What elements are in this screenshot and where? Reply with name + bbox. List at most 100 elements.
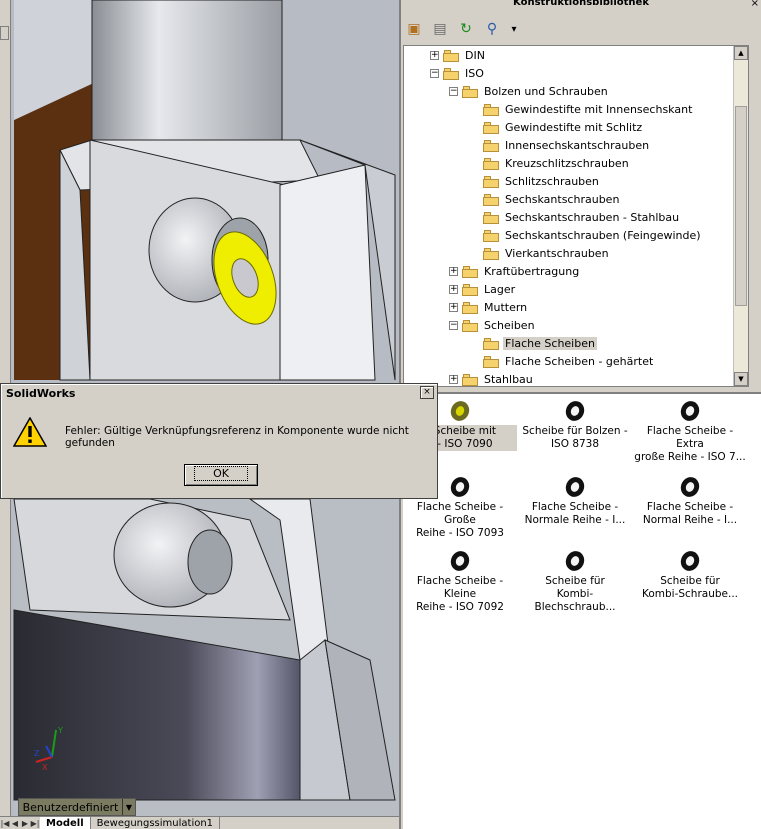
tree-node-label: Muttern: [484, 301, 528, 314]
folder-icon: [483, 211, 499, 224]
design-library-panel: Konstruktionsbibliothek × ▣ ▤ ↻ ⚲ ▾ + DIN −ISO…: [399, 0, 761, 829]
tree-node[interactable]: +Stahlbau: [449, 371, 535, 386]
panel-title: Konstruktionsbibliothek: [401, 0, 761, 10]
library-item[interactable]: Flache Scheibe - Extra große Reihe - ISO…: [633, 400, 747, 464]
library-item[interactable]: Scheibe für Kombi-Blechschraub...: [518, 550, 632, 614]
model-tabs-bar: |◀ ◀ ▶ ▶| Modell Bewegungssimulation1: [0, 816, 399, 829]
tree-node[interactable]: Sechskantschrauben: [483, 191, 621, 208]
scroll-up-icon[interactable]: ▲: [734, 46, 748, 60]
chevron-down-icon[interactable]: ▼: [122, 799, 135, 815]
tree-node-label: Innensechskantschrauben: [505, 139, 650, 152]
washer-icon: [564, 400, 586, 422]
search-icon[interactable]: ⚲: [486, 21, 498, 37]
expand-icon[interactable]: +: [449, 266, 458, 276]
washer-icon: [449, 550, 471, 572]
tree-node[interactable]: Gewindestifte mit Schlitz: [483, 119, 644, 136]
tree-node-label: Sechskantschrauben - Stahlbau: [505, 211, 680, 224]
tree-node[interactable]: + DIN: [430, 47, 487, 64]
folder-icon: [483, 157, 499, 170]
tab-bewegungssimulation[interactable]: Bewegungssimulation1: [91, 817, 221, 829]
library-item[interactable]: Flache Scheibe - Normale Reihe - I...: [518, 476, 632, 527]
dialog-title: SolidWorks: [3, 386, 435, 402]
add-to-library-icon[interactable]: ▣: [407, 21, 421, 37]
panel-scroll-stub[interactable]: [0, 26, 9, 40]
washer-icon: [679, 550, 701, 572]
library-toolbar: ▣ ▤ ↻ ⚲ ▾: [401, 14, 761, 44]
scroll-down-icon[interactable]: ▼: [734, 372, 748, 386]
folder-icon: [483, 103, 499, 116]
collapse-icon[interactable]: −: [449, 86, 458, 96]
folder-icon: [462, 283, 478, 296]
dropdown-arrow-icon[interactable]: ▾: [511, 23, 517, 35]
add-folder-icon[interactable]: ▤: [433, 21, 447, 37]
view-orientation-dropdown[interactable]: Benutzerdefiniert ▼: [18, 798, 136, 816]
library-item[interactable]: Flache Scheibe - Normal Reihe - I...: [633, 476, 747, 527]
tree-node[interactable]: + Kraftübertragung: [449, 263, 581, 280]
tree-node-label: Sechskantschrauben: [505, 193, 620, 206]
expand-icon[interactable]: +: [430, 50, 439, 60]
folder-icon: [483, 175, 499, 188]
washer-icon: [679, 400, 701, 422]
panel-close-icon[interactable]: ×: [750, 0, 759, 9]
tree-node[interactable]: Sechskantschrauben (Feingewinde): [483, 227, 703, 244]
expand-icon[interactable]: +: [449, 374, 458, 384]
tree-node[interactable]: Kreuzschlitzschrauben: [483, 155, 631, 172]
library-item[interactable]: Flache Scheibe - Große Reihe - ISO 7093: [403, 476, 517, 540]
tree-node-label: Gewindestifte mit Schlitz: [505, 121, 643, 134]
collapse-icon[interactable]: −: [430, 68, 439, 78]
library-item[interactable]: Scheibe für Kombi-Schraube...: [633, 550, 747, 601]
prev-tab-icon[interactable]: ◀: [11, 819, 19, 828]
tree-node[interactable]: + Muttern: [449, 299, 529, 316]
tree-node[interactable]: Flache Scheiben - gehärtet: [483, 353, 655, 370]
folder-icon: [462, 85, 478, 98]
scroll-thumb[interactable]: [735, 106, 747, 306]
next-tab-icon[interactable]: ▶: [21, 819, 29, 828]
folder-icon: [483, 247, 499, 260]
library-item[interactable]: Scheibe für Bolzen - ISO 8738: [518, 400, 632, 451]
last-tab-icon[interactable]: ▶|: [30, 819, 40, 828]
tree-node-label: Bolzen und Schrauben: [484, 85, 608, 98]
folder-icon: [443, 49, 459, 62]
svg-text:Z: Z: [34, 749, 40, 758]
tree-node-label: Lager: [484, 283, 516, 296]
tree-node[interactable]: Gewindestifte mit Innensechskant: [483, 101, 694, 118]
library-item-label: Flache Scheibe - Kleine Reihe - ISO 7092: [416, 575, 504, 613]
tree-node-label: Vierkantschrauben: [505, 247, 609, 260]
error-dialog: SolidWorks × Fehler: Gültige Verknüpfung…: [0, 383, 438, 499]
tree-node[interactable]: Innensechskantschrauben: [483, 137, 651, 154]
tree-node[interactable]: Vierkantschrauben: [483, 245, 611, 262]
tree-node-label: Schlitzschrauben: [505, 175, 599, 188]
collapse-icon[interactable]: −: [449, 320, 458, 330]
close-icon[interactable]: ×: [420, 386, 434, 399]
library-item[interactable]: Flache Scheibe - Kleine Reihe - ISO 7092: [403, 550, 517, 614]
tree-node[interactable]: −Scheiben: [449, 317, 537, 334]
folder-icon: [443, 67, 459, 80]
tab-modell[interactable]: Modell: [40, 817, 91, 829]
expand-icon[interactable]: +: [449, 284, 458, 294]
tree-node-label: Kraftübertragung: [484, 265, 580, 278]
dialog-message: Fehler: Gültige Verknüpfungsreferenz in …: [65, 425, 409, 449]
ok-button[interactable]: OK: [184, 464, 258, 486]
library-item-label: Flache Scheibe - Große Reihe - ISO 7093: [416, 501, 504, 539]
washer-icon: [564, 476, 586, 498]
library-item-label: Scheibe für Kombi-Schraube...: [641, 575, 739, 600]
washer-icon: [449, 476, 471, 498]
tree-node[interactable]: −ISO: [430, 65, 486, 82]
tree-node-label: Flache Scheiben: [503, 337, 597, 350]
tree-node-label: DIN: [465, 49, 485, 62]
tree-node[interactable]: Schlitzschrauben: [483, 173, 601, 190]
refresh-icon[interactable]: ↻: [460, 21, 472, 37]
first-tab-icon[interactable]: |◀: [0, 819, 10, 828]
coordinate-triad-icon: Y Z X: [34, 726, 63, 772]
library-item-label: Flache Scheibe - Extra große Reihe - ISO…: [634, 425, 746, 463]
tree-node[interactable]: − Bolzen und Schrauben: [449, 83, 610, 100]
tree-node[interactable]: Sechskantschrauben - Stahlbau: [483, 209, 681, 226]
tree-node[interactable]: + Lager: [449, 281, 517, 298]
warning-icon: [13, 417, 47, 447]
tree-node[interactable]: Flache Scheiben: [483, 335, 597, 352]
tree-scrollbar[interactable]: ▲ ▼: [733, 46, 748, 386]
tree-node-label: Kreuzschlitzschrauben: [505, 157, 629, 170]
folder-icon: [483, 121, 499, 134]
expand-icon[interactable]: +: [449, 302, 458, 312]
